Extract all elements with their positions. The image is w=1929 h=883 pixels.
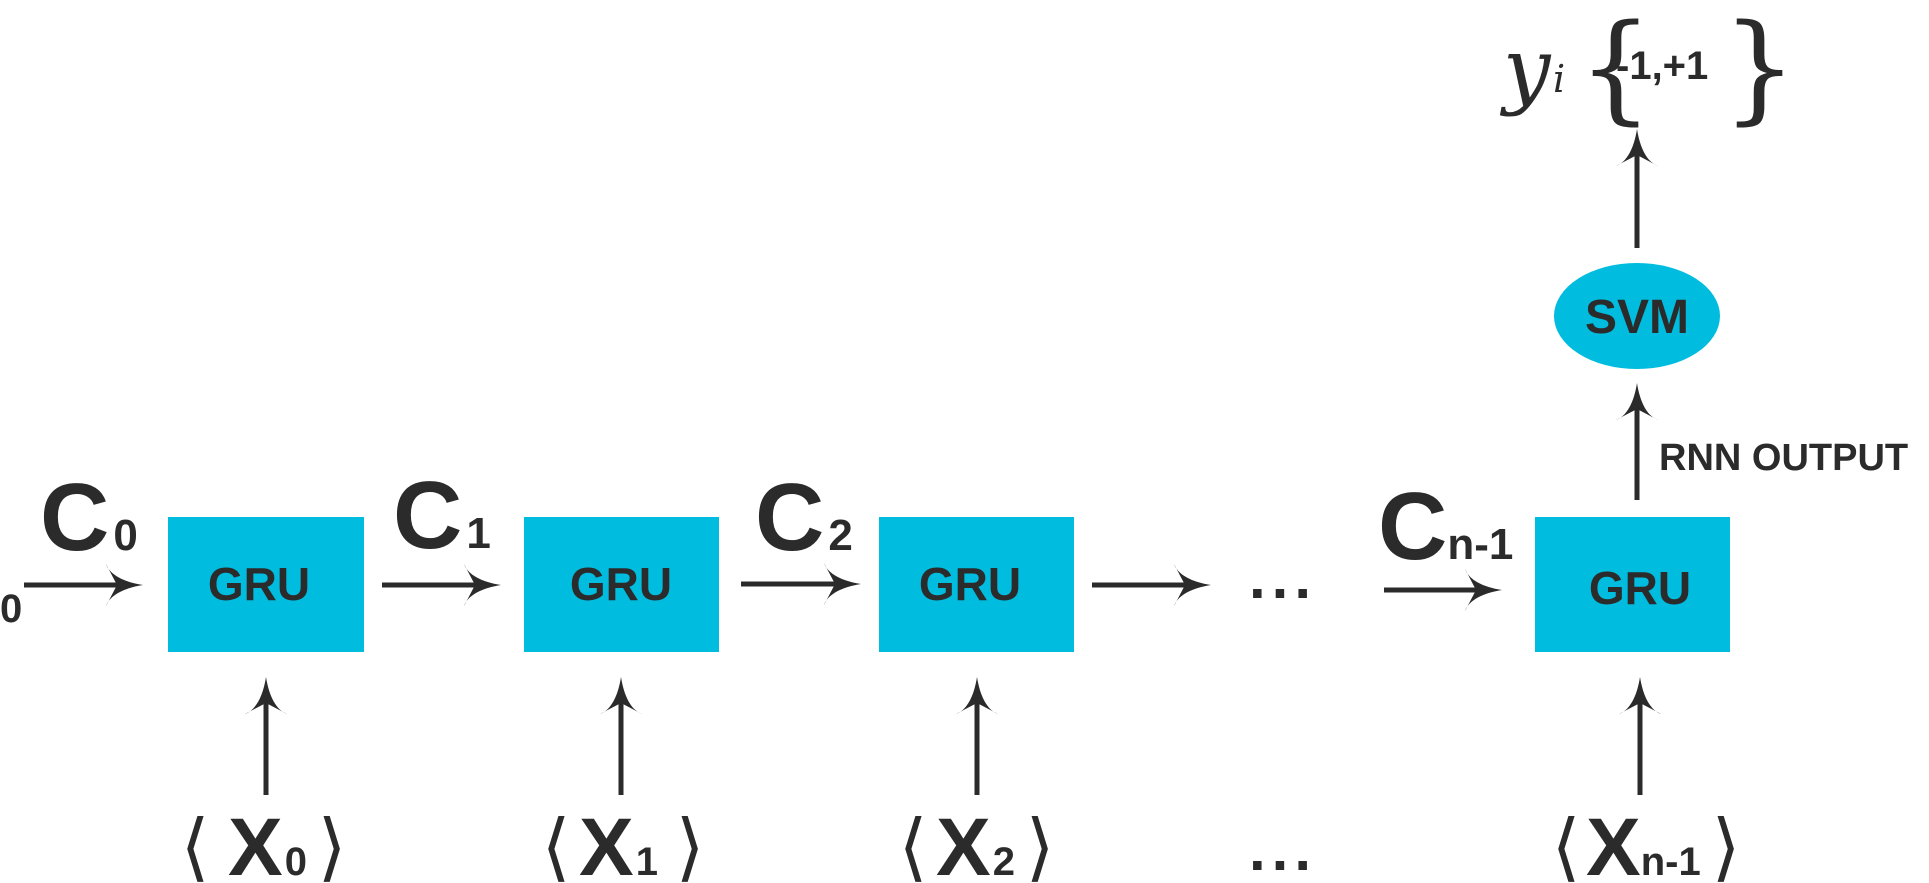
gru-cell-label: GRU <box>208 558 310 610</box>
arrow-last-cell-to-svm <box>1616 383 1658 500</box>
svm-label: SVM <box>1585 291 1689 344</box>
input-label-0: ⟨ X0 ⟩ <box>181 802 347 883</box>
bracket-open: ⟨ <box>1552 804 1581 883</box>
state-label-2: C2 <box>755 464 853 571</box>
gru-cell-box <box>168 517 364 652</box>
arrow-cell-2-to-ellipsis <box>1092 564 1211 606</box>
arrow-input-0 <box>245 677 287 795</box>
arrow-initial-to-cell-0 <box>24 564 143 606</box>
state-label-last: Cn-1 <box>1378 473 1513 580</box>
arrow-cell-0-to-cell-1 <box>382 564 501 606</box>
state-ellipsis: ... <box>1249 544 1317 611</box>
bracket-open: ⟨ <box>899 804 928 883</box>
input-label-2: ⟨ X2 ⟩ <box>899 802 1055 883</box>
gru-cell-label: GRU <box>919 558 1021 610</box>
rnn-output-label: RNN OUTPUT <box>1659 437 1908 479</box>
output-symbol: y <box>1499 20 1552 118</box>
svm-node: SVM <box>1554 263 1720 369</box>
gru-cell-box <box>524 517 719 652</box>
arrow-cell-1-to-cell-2 <box>741 563 861 605</box>
arrow-input-last <box>1619 677 1661 795</box>
arrow-svm-to-output <box>1616 129 1658 248</box>
state-label-1: C1 <box>393 462 491 569</box>
input-label-last: ⟨ Xn-1 ⟩ <box>1552 802 1741 883</box>
output-brace-open: { <box>1578 0 1653 136</box>
gru-cell-0: GRU <box>168 517 364 652</box>
gru-cell-1: GRU <box>524 517 719 652</box>
arrow-input-1 <box>600 677 642 795</box>
gru-cell-label: GRU <box>570 558 672 610</box>
bracket-close: ⟩ <box>318 804 347 883</box>
bracket-close: ⟩ <box>1026 804 1055 883</box>
input-label-1: ⟨ X1 ⟩ <box>542 802 705 883</box>
bracket-open: ⟨ <box>181 804 210 883</box>
svm-ellipse <box>1554 263 1720 369</box>
bracket-close: ⟩ <box>676 804 705 883</box>
gru-cell-box <box>879 517 1074 652</box>
arrow-input-2 <box>956 677 998 795</box>
state-label-0: C0 <box>40 464 138 571</box>
gru-cell-label: GRU <box>1589 562 1691 614</box>
input-symbol: X0 <box>228 802 307 883</box>
initial-input-label: 0 <box>0 587 22 631</box>
arrow-ellipsis-to-last-cell <box>1384 569 1502 611</box>
input-symbol: X2 <box>936 802 1015 883</box>
output-brace-close: } <box>1722 0 1797 136</box>
output-subscript: i <box>1553 57 1565 101</box>
bracket-open: ⟨ <box>542 804 571 883</box>
input-ellipsis: ... <box>1249 816 1317 883</box>
output-label: y i { -1,+1 } <box>1499 0 1797 136</box>
output-values: -1,+1 <box>1616 44 1708 88</box>
gru-cell-box <box>1535 517 1730 652</box>
gru-cell-2: GRU <box>879 517 1074 652</box>
input-symbol: X1 <box>579 802 658 883</box>
input-symbol: Xn-1 <box>1586 802 1701 883</box>
bracket-close: ⟩ <box>1712 804 1741 883</box>
gru-cell-last: GRU <box>1535 517 1730 652</box>
